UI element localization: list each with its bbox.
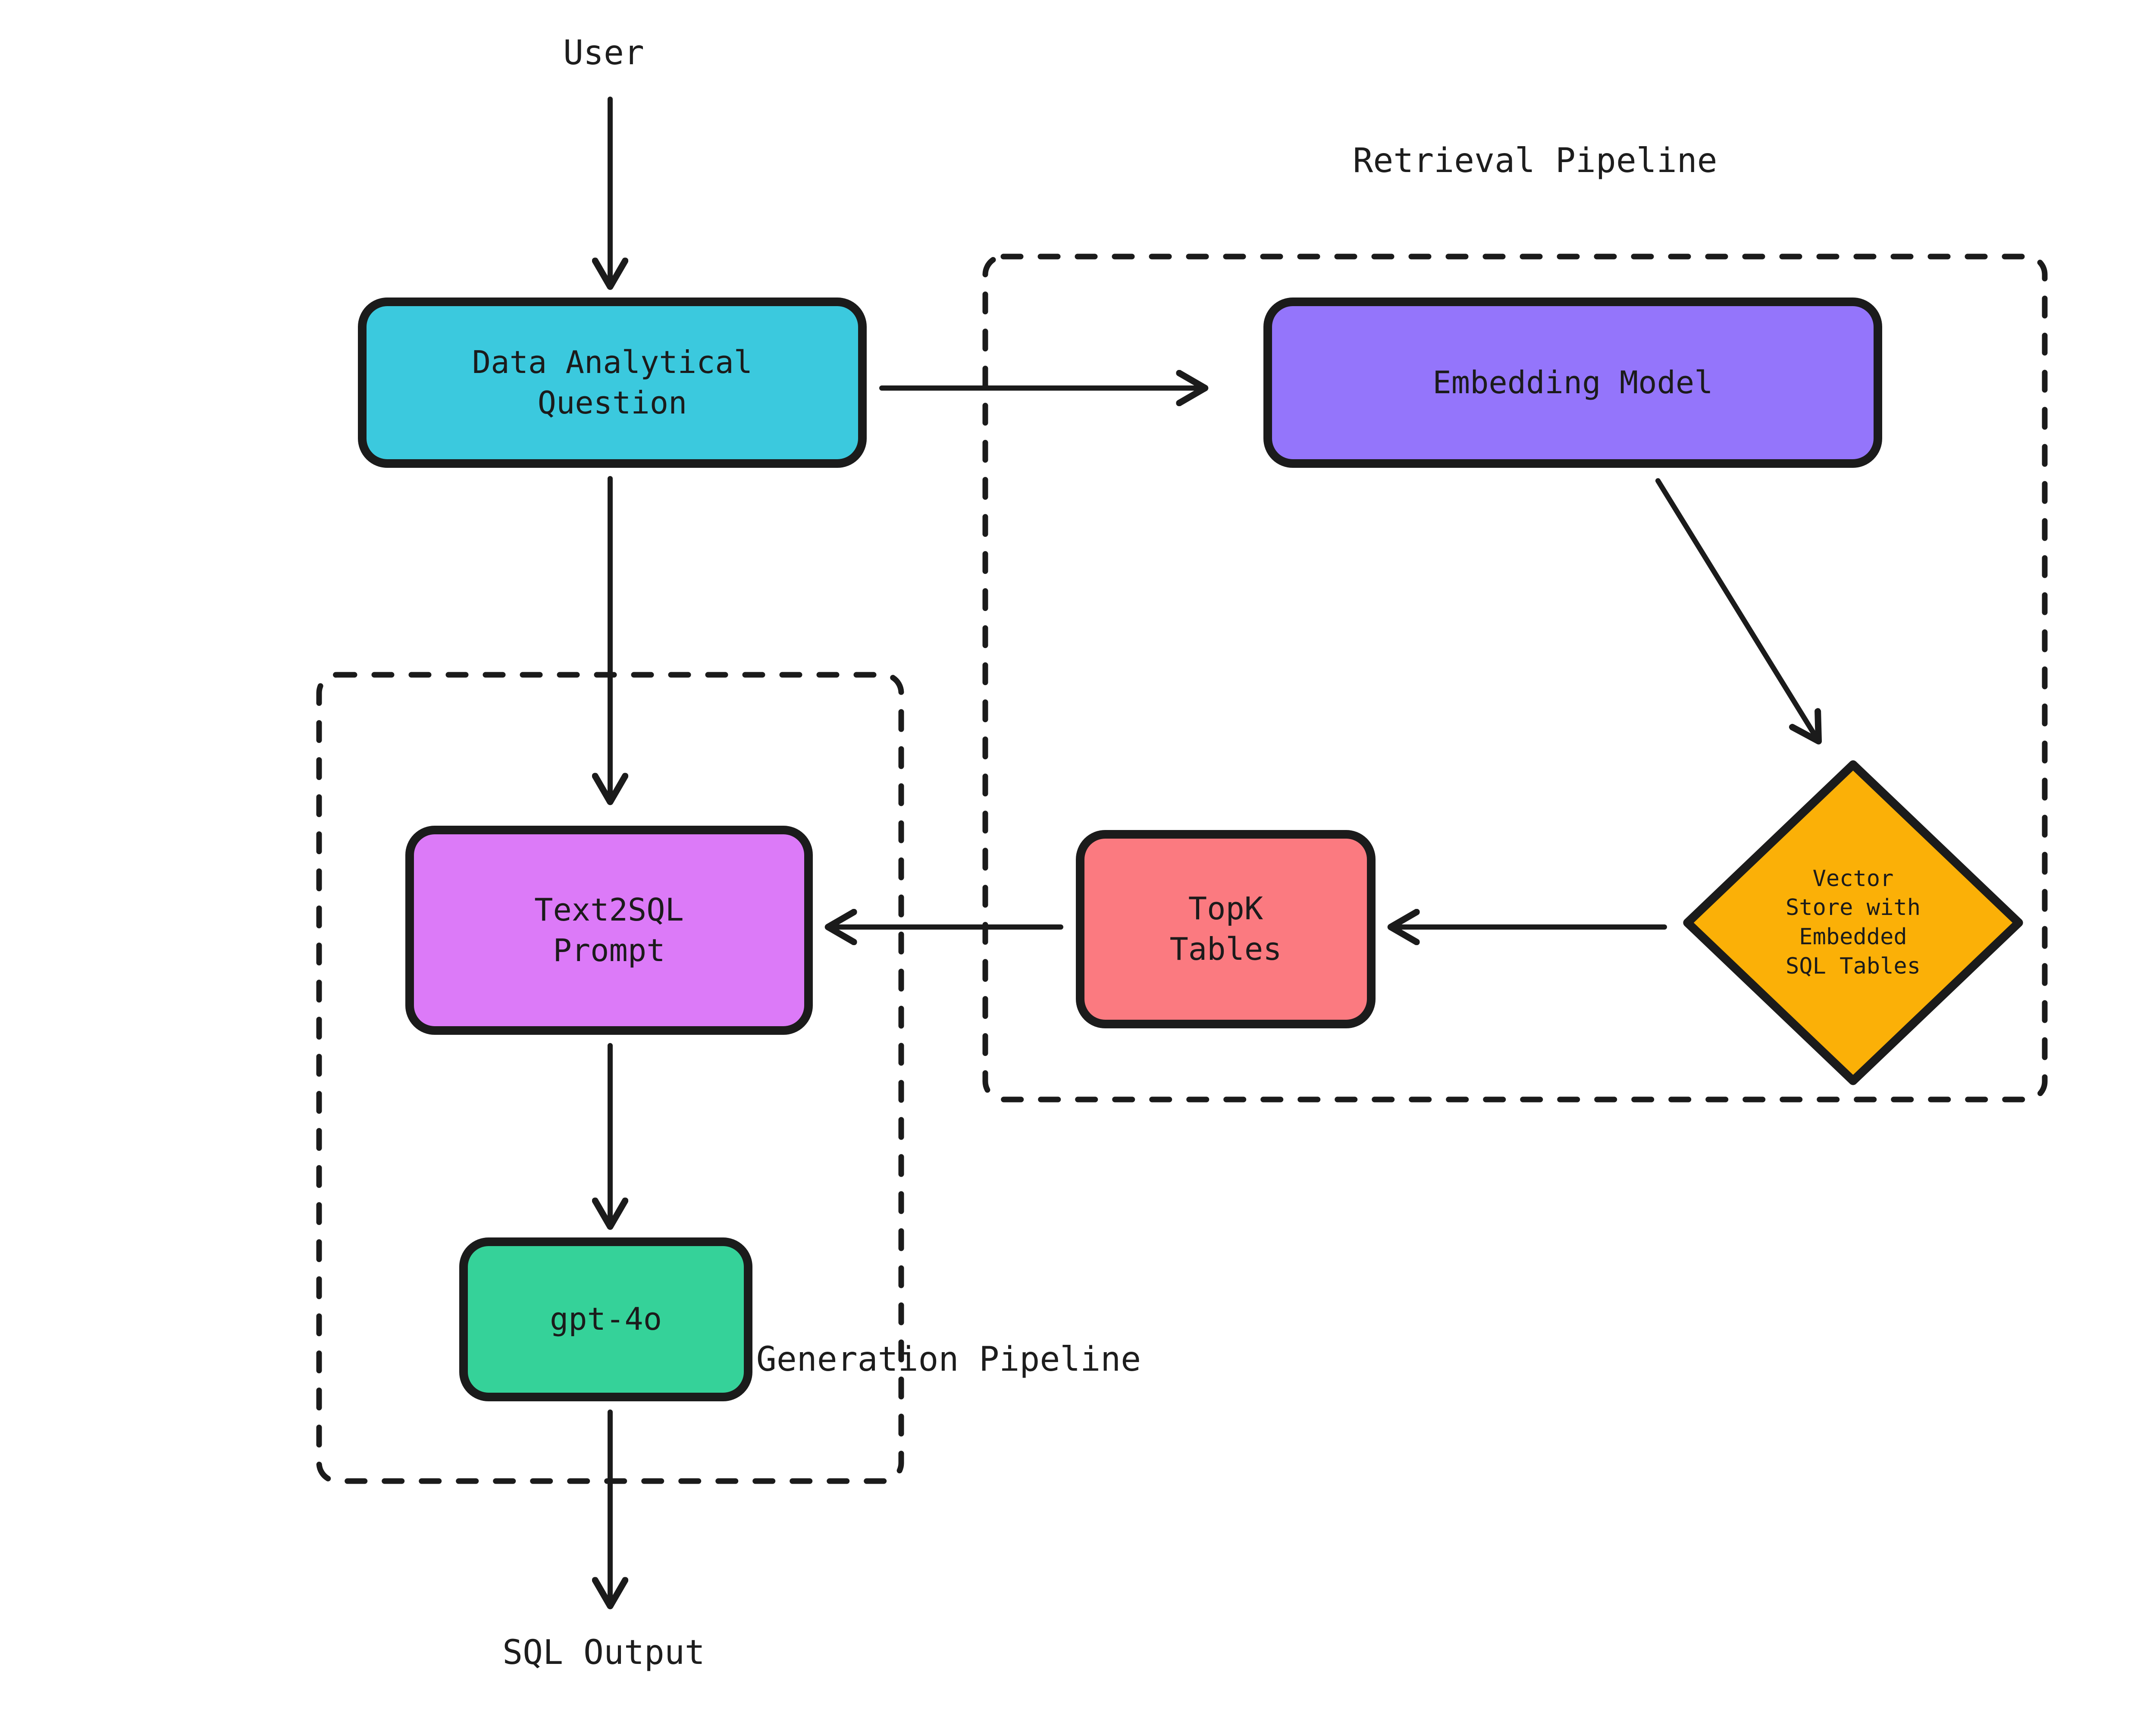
node-shape-vector-store[interactable] (1683, 760, 2023, 1085)
node-shape-layer (358, 298, 2023, 1401)
group-label-generation-pipeline: Generation Pipeline (756, 1340, 1141, 1379)
user-label: User (563, 33, 644, 72)
node-shape-embedding-model[interactable] (1263, 298, 1882, 468)
group-frame-retrieval-pipeline (982, 254, 2048, 1103)
group-label-retrieval-pipeline: Retrieval Pipeline (1353, 141, 1717, 180)
node-shape-topk-tables[interactable] (1076, 830, 1376, 1028)
edge-layer (610, 97, 1818, 1604)
edge-embedding-to-vectorstore (1655, 478, 1818, 739)
node-shape-data-analytical-question[interactable] (358, 298, 867, 468)
sql-output-label: SQL Output (502, 1633, 705, 1672)
node-shape-text2sql-prompt[interactable] (405, 826, 813, 1035)
node-shape-gpt-4o[interactable] (459, 1237, 752, 1401)
